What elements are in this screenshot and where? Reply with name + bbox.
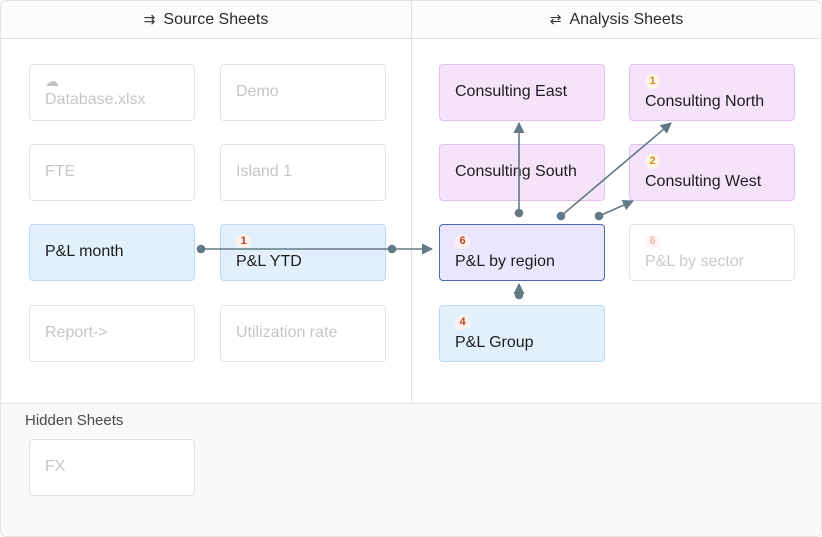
sheet-card-database[interactable]: ☁ Database.xlsx bbox=[29, 64, 195, 121]
hidden-sheets-title: Hidden Sheets bbox=[25, 412, 124, 429]
sheet-card-fte[interactable]: FTE bbox=[29, 144, 195, 201]
dependency-count-badge: 1 bbox=[645, 74, 660, 89]
sheet-label: Island 1 bbox=[236, 163, 293, 180]
sheet-label: P&L by sector bbox=[645, 253, 745, 270]
sheet-label: Consulting East bbox=[455, 83, 568, 100]
sheet-card-pl-by-sector[interactable]: 6 P&L by sector bbox=[629, 224, 795, 281]
cloud-icon: ☁ bbox=[45, 73, 59, 89]
source-sheets-title: Source Sheets bbox=[163, 10, 269, 28]
dependency-count-badge: 6 bbox=[455, 234, 470, 249]
sheet-card-consulting-west[interactable]: 2 Consulting West bbox=[629, 144, 795, 201]
sheet-label: Report-> bbox=[45, 324, 108, 341]
sheet-label: P&L by region bbox=[455, 253, 555, 270]
sheet-card-pl-group[interactable]: 4 P&L Group bbox=[439, 305, 605, 362]
analysis-sheets-title: Analysis Sheets bbox=[569, 10, 684, 28]
dependency-count-badge: 4 bbox=[455, 315, 470, 330]
sheet-card-utilization-rate[interactable]: Utilization rate bbox=[220, 305, 386, 362]
arrow-origin-dot bbox=[556, 211, 566, 221]
source-sheets-header: ⇉ Source Sheets bbox=[1, 1, 411, 38]
sheet-label: Database.xlsx bbox=[45, 91, 146, 108]
dependency-count-badge: 6 bbox=[645, 234, 660, 249]
sheet-card-demo[interactable]: Demo bbox=[220, 64, 386, 121]
sheet-label: P&L month bbox=[45, 243, 124, 260]
source-sheets-icon: ⇉ bbox=[143, 11, 156, 27]
sheet-label: FTE bbox=[45, 163, 76, 180]
arrow-pl-by-region-to-consulting-north bbox=[560, 122, 672, 217]
arrow-pl-by-region-to-consulting-west bbox=[598, 199, 635, 217]
dependency-count-badge: 2 bbox=[645, 154, 660, 169]
sheet-card-pl-by-region[interactable]: 6 P&L by region bbox=[439, 224, 605, 281]
sheet-label: Demo bbox=[236, 83, 279, 100]
sheet-label: Consulting West bbox=[645, 173, 762, 190]
sheet-label: Consulting South bbox=[455, 163, 577, 180]
sheet-label: FX bbox=[45, 458, 66, 475]
sheet-label: P&L Group bbox=[455, 334, 534, 351]
column-divider bbox=[411, 1, 412, 536]
arrow-origin-dot bbox=[594, 211, 604, 221]
sheet-card-pl-month[interactable]: P&L month bbox=[29, 224, 195, 281]
sheet-card-island-1[interactable]: Island 1 bbox=[220, 144, 386, 201]
sheet-card-consulting-east[interactable]: Consulting East bbox=[439, 64, 605, 121]
sheet-card-consulting-south[interactable]: Consulting South bbox=[439, 144, 605, 201]
sheet-label: Consulting North bbox=[645, 93, 765, 110]
analysis-sheets-icon: ⇄ bbox=[549, 11, 562, 27]
arrow-origin-dot bbox=[387, 244, 397, 254]
sheet-card-report[interactable]: Report-> bbox=[29, 305, 195, 362]
sheet-card-fx[interactable]: FX bbox=[29, 439, 195, 496]
sheet-card-pl-ytd[interactable]: 1 P&L YTD bbox=[220, 224, 386, 281]
analysis-sheets-header: ⇄ Analysis Sheets bbox=[412, 1, 821, 38]
dependency-count-badge: 1 bbox=[236, 234, 251, 249]
sheet-label: P&L YTD bbox=[236, 253, 302, 270]
sheet-card-consulting-north[interactable]: 1 Consulting North bbox=[629, 64, 795, 121]
sheet-label: Utilization rate bbox=[236, 324, 338, 341]
arrow-origin-dot bbox=[514, 290, 524, 300]
arrow-origin-dot bbox=[196, 244, 206, 254]
arrow-origin-dot bbox=[514, 208, 524, 218]
